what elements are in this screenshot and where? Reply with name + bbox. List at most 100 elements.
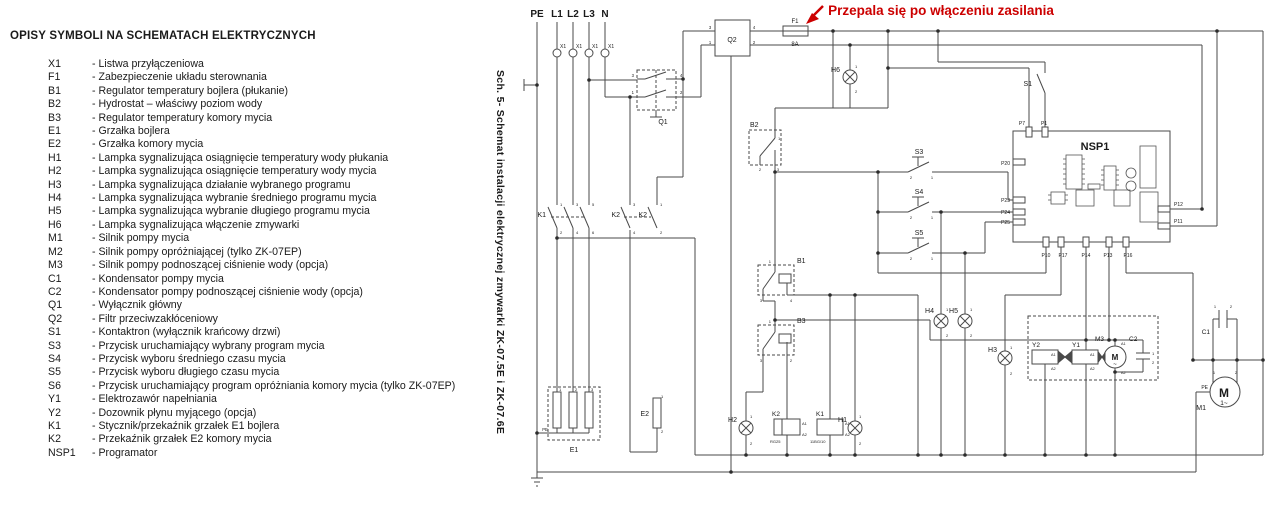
pin-label: 2: [910, 175, 913, 180]
legend-item-symbol: Y1: [48, 393, 61, 406]
pin-label: 3: [591, 387, 594, 392]
m1-phase: 1~: [1220, 400, 1228, 407]
pin-label: 1: [778, 136, 781, 141]
pin-label: A2: [802, 432, 808, 437]
legend-item-symbol: C2: [48, 285, 62, 298]
terminal-pe: PE: [530, 9, 544, 20]
pin-label: 2: [1010, 371, 1013, 376]
h2-lamp: [738, 420, 754, 436]
h4-lamp: [933, 313, 949, 329]
h5-label: H5: [949, 308, 958, 315]
y1-valve-coil: [1071, 349, 1099, 365]
pin-label: 2: [759, 167, 762, 172]
h3-label: H3: [988, 347, 997, 354]
legend-item-symbol: H5: [48, 205, 62, 218]
x1-label: X1: [608, 44, 614, 50]
b3-label: B3: [797, 318, 806, 325]
p12-label: P12: [1174, 202, 1183, 208]
legend-item: C1- Kondensator pompy mycia: [10, 273, 492, 286]
legend-item: Q1- Wyłącznik główny: [10, 299, 492, 312]
k2-coil: [773, 418, 801, 436]
x1-label: X1: [592, 44, 598, 50]
p13-label: P13: [1104, 253, 1113, 259]
legend-item-desc: - Grzałka bojlera: [92, 125, 170, 138]
legend-item: S1- Kontaktron (wyłącznik krańcowy drzwi…: [10, 326, 492, 339]
legend-item: S3- Przycisk uruchamiający wybrany progr…: [10, 340, 492, 353]
pin-label: 1: [632, 90, 635, 95]
h3-lamp: [997, 350, 1013, 366]
pin-label: 2: [1235, 370, 1238, 375]
pin-label: 1: [859, 414, 862, 419]
pin-label: 2: [970, 333, 973, 338]
h4-label: H4: [925, 308, 934, 315]
k2-type-label: RG25: [770, 439, 781, 444]
c1-label: C1: [1202, 329, 1211, 336]
junction-dots: [535, 29, 1265, 474]
legend-item-desc: - Silnik pompy mycia: [92, 232, 190, 245]
legend-item-symbol: S3: [48, 339, 61, 352]
legend-item: H5- Lampka sygnalizująca wybranie długie…: [10, 205, 492, 218]
y2-valve-icon: [1058, 350, 1072, 364]
lamps: [738, 69, 1013, 436]
legend-item-symbol: Q2: [48, 312, 63, 325]
legend-item-desc: - Kondensator pompy podnoszącej ciśnieni…: [92, 285, 363, 298]
pin-label: 2: [750, 441, 753, 446]
legend-item-symbol: S6: [48, 379, 61, 392]
legend-item: H6- Lampka sygnalizująca włączenie zmywa…: [10, 219, 492, 232]
pin-label: 1: [769, 259, 772, 264]
pin-label: 4: [790, 298, 793, 303]
legend-item-symbol: E2: [48, 138, 61, 151]
legend-item-symbol: H4: [48, 192, 62, 205]
schematic-caption: Sch. 5- Schemat instalacji elektrycznej …: [494, 70, 506, 435]
legend-item: H2- Lampka sygnalizująca osiągnięcie tem…: [10, 165, 492, 178]
b1-sensor: [778, 273, 792, 284]
pin-label: 2: [1230, 304, 1233, 309]
y1-label: Y1: [1072, 342, 1080, 349]
pin-label: 2: [680, 90, 683, 95]
x1-label: X1: [560, 44, 566, 50]
legend-item-symbol: F1: [48, 71, 61, 84]
legend-item: B2- Hydrostat – właściwy poziom wody: [10, 98, 492, 111]
legend-item-desc: - Dozownik płynu myjącego (opcja): [92, 406, 257, 419]
legend-item-desc: - Listwa przyłączeniowa: [92, 58, 204, 70]
pin-label: A2: [1121, 371, 1126, 375]
terminal-n: N: [601, 9, 608, 20]
f1-label: F1: [791, 19, 799, 25]
b1-label: B1: [797, 258, 806, 265]
legend-item: H4- Lampka sygnalizująca wybranie średni…: [10, 192, 492, 205]
pin-label: 4: [576, 230, 579, 235]
legend-item-symbol: Y2: [48, 406, 61, 419]
legend-item-desc: - Lampka sygnalizująca osiągnięcie tempe…: [92, 151, 389, 164]
pin-label: 5: [592, 202, 595, 207]
pin-label: A2: [1051, 367, 1056, 371]
pin-label: 1: [931, 215, 934, 220]
legend-item-desc: - Lampka sygnalizująca włączenie zmywark…: [92, 218, 300, 231]
pin-label: 4: [680, 73, 683, 78]
legend-item: E2 - Grzałka komory mycia: [10, 138, 492, 151]
pin-label: 3: [760, 358, 763, 363]
legend-item-desc: - Przekaźnik grzałek E2 komory mycia: [92, 433, 272, 446]
y1-valve-icon: [1098, 351, 1106, 363]
legend-item-symbol: M1: [48, 232, 63, 245]
legend-item: C2 - Kondensator pompy podnoszącej ciśnie…: [10, 286, 492, 299]
legend-item-symbol: K1: [48, 419, 61, 432]
s1-label: S1: [1023, 81, 1032, 88]
f1-fuse-box: [782, 25, 809, 37]
legend-item: Y1- Elektrozawór napełniania: [10, 393, 492, 406]
b2-label: B2: [750, 122, 759, 129]
legend-item-desc: - Grzałka komory mycia: [92, 138, 204, 151]
legend-item-desc: - Lampka sygnalizująca działanie wybrane…: [92, 178, 351, 191]
s3-label: S3: [915, 149, 924, 156]
h5-lamp: [957, 313, 973, 329]
k2-coil-label: K2: [772, 411, 780, 418]
legend-item-desc: - Kondensator pompy mycia: [92, 272, 224, 285]
pin-label: 1: [1152, 351, 1155, 356]
legend-item-symbol: S4: [48, 352, 61, 365]
legend-item: S6- Przycisk uruchamiający program opróż…: [10, 380, 492, 393]
x1-terminals: [552, 48, 610, 58]
pin-label: 1: [1010, 345, 1013, 350]
p7-label: P7: [1019, 121, 1025, 127]
p20-label: P20: [1001, 161, 1010, 167]
pin-label: A1: [845, 421, 851, 426]
e1-heater: [568, 391, 578, 429]
